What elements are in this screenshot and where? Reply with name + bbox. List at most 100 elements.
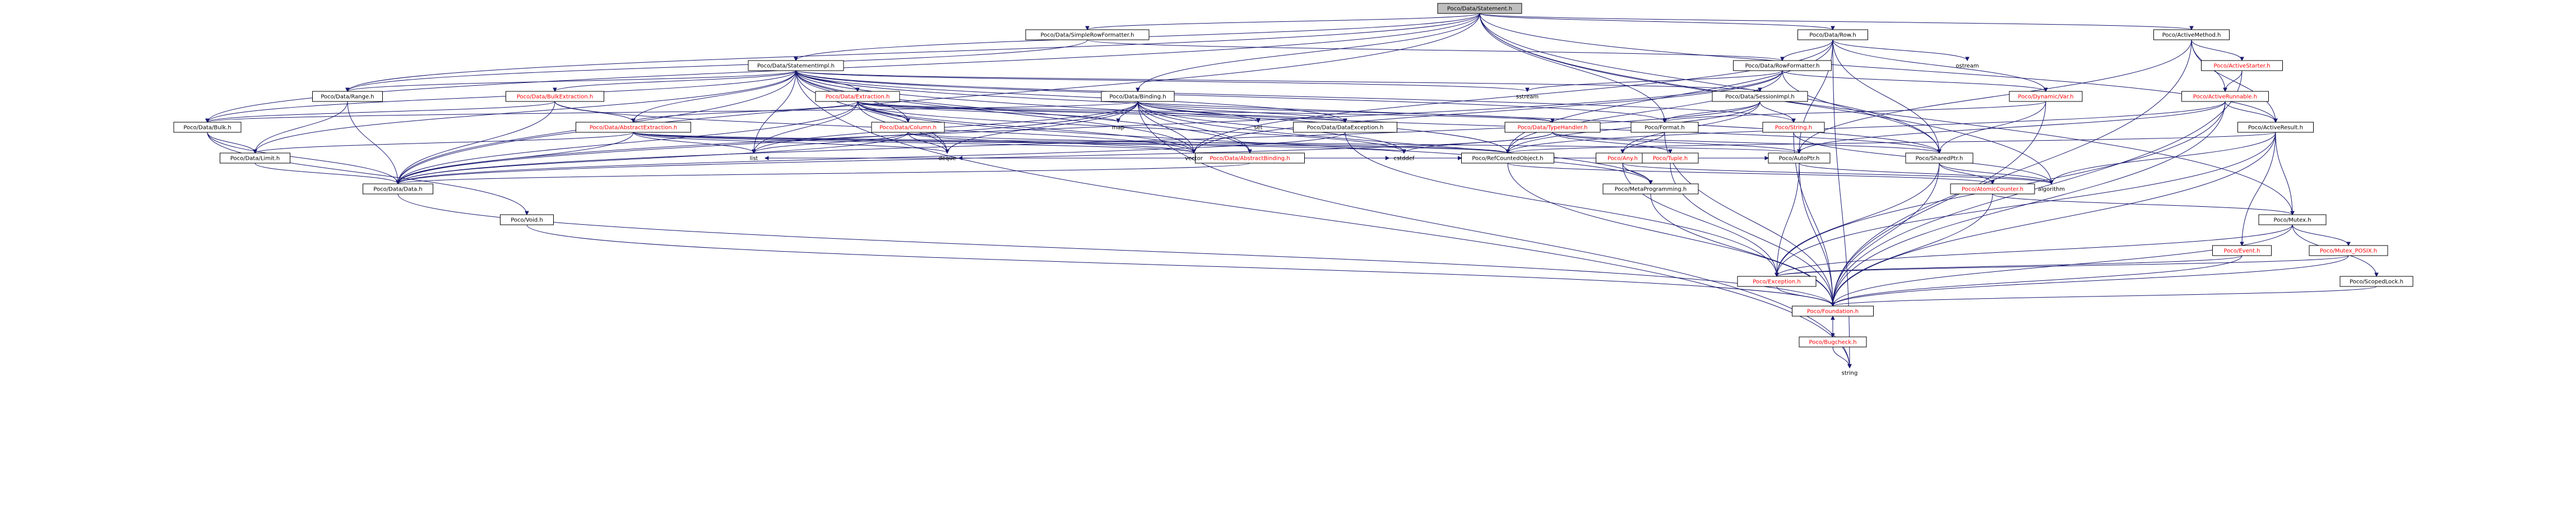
edge-activerunnable-to-activeresult bbox=[2225, 101, 2276, 123]
edge-statementimpl-to-vector bbox=[795, 70, 1194, 154]
node-set[interactable]: set bbox=[1254, 125, 1262, 131]
edge-extraction-to-cstddef bbox=[857, 101, 1405, 154]
node-activerunnable[interactable]: Poco/ActiveRunnable.h bbox=[2181, 91, 2269, 102]
node-limit[interactable]: Poco/Data/Limit.h bbox=[220, 152, 290, 164]
node-label-mutex: Poco/Mutex.h bbox=[2273, 217, 2311, 224]
node-typehandler[interactable]: Poco/Data/TypeHandler.h bbox=[1504, 122, 1601, 133]
edge-autoptr-to-foundation bbox=[1799, 163, 1833, 307]
edge-arrowhead-rowformatter-to-dynamicvar bbox=[2044, 87, 2048, 92]
edge-statement-to-activemethod bbox=[1479, 13, 2192, 30]
node-string_h[interactable]: Poco/String.h bbox=[1762, 122, 1825, 133]
node-column[interactable]: Poco/Data/Column.h bbox=[871, 122, 945, 133]
node-label-autoptr: Poco/AutoPtr.h bbox=[1779, 156, 1820, 162]
node-algorithm[interactable]: algorithm bbox=[2038, 187, 2065, 193]
node-row[interactable]: Poco/Data/Row.h bbox=[1797, 29, 1868, 40]
node-binding[interactable]: Poco/Data/Binding.h bbox=[1101, 91, 1175, 102]
node-bulkextraction[interactable]: Poco/Data/BulkExtraction.h bbox=[506, 91, 604, 102]
node-format[interactable]: Poco/Format.h bbox=[1630, 122, 1699, 133]
node-metaprogramming[interactable]: Poco/MetaProgramming.h bbox=[1602, 183, 1699, 195]
node-sstream[interactable]: sstream bbox=[1516, 94, 1539, 100]
edge-arrowhead-scopedlock-to-foundation bbox=[1831, 302, 1835, 307]
node-label-range: Poco/Data/Range.h bbox=[321, 94, 374, 100]
edge-arrowhead-mutex-to-scopedlock bbox=[2374, 272, 2379, 277]
edge-arrowhead-abstractbinding-to-list bbox=[764, 156, 769, 160]
node-scopedlock[interactable]: Poco/ScopedLock.h bbox=[2339, 276, 2413, 287]
node-box-event bbox=[2212, 245, 2272, 256]
edge-statement-to-row bbox=[1479, 13, 1833, 30]
node-foundation[interactable]: Poco/Foundation.h bbox=[1792, 306, 1874, 317]
edge-arrowhead-statementimpl-to-bulkextraction bbox=[553, 87, 557, 92]
node-box-statementimpl bbox=[748, 60, 844, 71]
node-box-sharedptr bbox=[1905, 152, 1973, 164]
node-statementimpl[interactable]: Poco/Data/StatementImpl.h bbox=[748, 60, 844, 71]
edge-binding-to-bulk bbox=[207, 101, 1138, 123]
node-string[interactable]: string bbox=[1842, 371, 1858, 377]
node-bulk[interactable]: Poco/Data/Bulk.h bbox=[173, 122, 242, 133]
edge-statementimpl-to-sessionimpl bbox=[795, 70, 1760, 92]
edge-arrowhead-format-to-any bbox=[1620, 149, 1625, 154]
edge-arrowhead-typehandler-to-cstddef bbox=[1402, 149, 1406, 154]
node-map[interactable]: map bbox=[1112, 125, 1124, 131]
node-bugcheck[interactable]: Poco/Bugcheck.h bbox=[1799, 336, 1867, 348]
edge-statement-to-sharedptr bbox=[1479, 13, 1940, 154]
node-void_h[interactable]: Poco/Void.h bbox=[500, 214, 554, 225]
edge-arrowhead-row-to-ostream bbox=[1965, 57, 1970, 62]
edge-activestarter-to-activerunnable bbox=[2225, 70, 2243, 92]
node-label-string: string bbox=[1842, 371, 1858, 377]
node-abstractbinding[interactable]: Poco/Data/AbstractBinding.h bbox=[1195, 152, 1305, 164]
edge-statementimpl-to-abstractextraction bbox=[633, 70, 796, 123]
node-box-abstractextraction bbox=[576, 122, 691, 133]
node-activemethod[interactable]: Poco/ActiveMethod.h bbox=[2153, 29, 2230, 40]
edge-arrowhead-typehandler-to-tuple bbox=[1668, 149, 1672, 154]
node-data[interactable]: Poco/Data/Data.h bbox=[363, 183, 433, 195]
edge-arrowhead-activerunnable-to-activeresult bbox=[2273, 118, 2278, 123]
node-sharedptr[interactable]: Poco/SharedPtr.h bbox=[1905, 152, 1973, 164]
node-any[interactable]: Poco/Any.h bbox=[1596, 152, 1650, 164]
edge-atomiccounter-to-mutex bbox=[1992, 193, 2293, 215]
node-tuple[interactable]: Poco/Tuple.h bbox=[1642, 152, 1699, 164]
node-refcountedobject[interactable]: Poco/RefCountedObject.h bbox=[1461, 152, 1554, 164]
edge-extraction-to-map bbox=[857, 101, 1119, 123]
node-deque[interactable]: deque bbox=[938, 156, 956, 162]
node-activestarter[interactable]: Poco/ActiveStarter.h bbox=[2201, 60, 2283, 71]
edge-statementimpl-to-refcountedobject bbox=[795, 70, 1508, 154]
edge-autoptr-to-exception bbox=[1776, 163, 1800, 277]
node-activeresult[interactable]: Poco/ActiveResult.h bbox=[2237, 122, 2314, 133]
node-dynamicvar[interactable]: Poco/Dynamic/Var.h bbox=[2009, 91, 2083, 102]
node-cstddef[interactable]: cstddef bbox=[1394, 156, 1415, 162]
edge-sharedptr-to-exception bbox=[1776, 163, 1940, 277]
edge-activerunnable-to-refcountedobject bbox=[1507, 101, 2226, 154]
node-abstractextraction[interactable]: Poco/Data/AbstractExtraction.h bbox=[576, 122, 691, 133]
node-label-abstractbinding: Poco/Data/AbstractBinding.h bbox=[1210, 156, 1290, 162]
node-simplerowformatter[interactable]: Poco/Data/SimpleRowFormatter.h bbox=[1025, 29, 1150, 40]
edge-arrowhead-bugcheck-to-foundation bbox=[1831, 315, 1835, 320]
node-label-algorithm: algorithm bbox=[2038, 187, 2065, 193]
node-ostream[interactable]: ostream bbox=[1956, 63, 1979, 70]
edge-simplerowformatter-to-rowformatter bbox=[1087, 39, 1783, 61]
edge-arrowhead-limit-to-data bbox=[396, 180, 400, 185]
node-mutex[interactable]: Poco/Mutex.h bbox=[2258, 214, 2327, 225]
node-box-dataexception bbox=[1293, 122, 1397, 133]
node-list[interactable]: list bbox=[750, 156, 758, 162]
node-sessionimpl[interactable]: Poco/Data/SessionImpl.h bbox=[1712, 91, 1808, 102]
node-atomiccounter[interactable]: Poco/AtomicCounter.h bbox=[1950, 183, 2035, 195]
edge-event-to-foundation bbox=[1832, 255, 2243, 307]
node-autoptr[interactable]: Poco/AutoPtr.h bbox=[1768, 152, 1831, 164]
edge-statementimpl-to-string bbox=[795, 70, 1850, 368]
node-dataexception[interactable]: Poco/Data/DataException.h bbox=[1293, 122, 1397, 133]
node-label-data: Poco/Data/Data.h bbox=[373, 187, 422, 193]
node-rowformatter[interactable]: Poco/Data/RowFormatter.h bbox=[1733, 60, 1832, 71]
node-label-string_h: Poco/String.h bbox=[1775, 125, 1812, 131]
node-vector[interactable]: vector bbox=[1185, 156, 1203, 162]
node-event[interactable]: Poco/Event.h bbox=[2212, 245, 2272, 256]
edge-extraction-to-abstractextraction bbox=[633, 101, 858, 123]
node-mutexposix[interactable]: Poco/Mutex_POSIX.h bbox=[2309, 245, 2388, 256]
node-range[interactable]: Poco/Data/Range.h bbox=[312, 91, 383, 102]
node-exception[interactable]: Poco/Exception.h bbox=[1737, 276, 1817, 287]
edge-column-to-vector bbox=[907, 132, 1194, 154]
edge-abstractextraction-to-list bbox=[633, 132, 754, 154]
edge-row-to-sharedptr bbox=[1832, 39, 1940, 154]
edge-binding-to-typehandler bbox=[1137, 101, 1553, 123]
edge-arrowhead-statement-to-statementimpl bbox=[794, 57, 798, 62]
node-extraction[interactable]: Poco/Data/Extraction.h bbox=[815, 91, 900, 102]
